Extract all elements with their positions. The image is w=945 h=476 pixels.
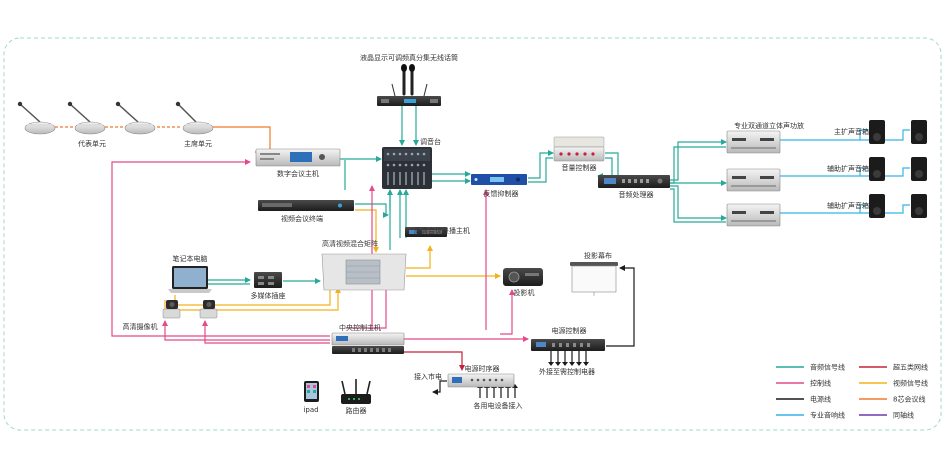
label-aux-speaker-2: 辅助扩声音箱 <box>827 201 869 210</box>
power-amplifier-3 <box>726 203 781 227</box>
label-mixer: 调音台 <box>420 137 441 146</box>
label-main-speaker: 主扩声音箱 <box>834 127 869 136</box>
hd-recording-host <box>405 227 447 237</box>
label-central-control: 中央控制主机 <box>339 323 381 332</box>
label-aux-speaker-1: 辅助扩声音箱 <box>827 164 869 173</box>
label-hd-recorder: 高清会议录播主机 <box>414 226 470 235</box>
label-hd-matrix: 高清视频混合矩阵 <box>322 239 378 248</box>
label-projection-screen: 投影幕布 <box>584 251 612 260</box>
label-external-strong-power: 外接至需控制电器 <box>539 367 595 376</box>
label-equipment-access: 各用电设备接入 <box>474 401 523 410</box>
digital-conference-host <box>255 148 341 167</box>
router <box>341 379 371 404</box>
laptop <box>168 266 212 293</box>
legend-label-6: 8芯会议线 <box>893 395 925 404</box>
legend-label-4: 视频信号线 <box>893 379 928 388</box>
delegate-unit-1 <box>17 101 56 135</box>
central-control-host <box>331 332 405 354</box>
label-power-controller: 电源控制器 <box>552 326 587 335</box>
power-controller <box>531 339 605 351</box>
label-audio-processor: 音频处理器 <box>619 190 654 199</box>
volume-controller <box>553 136 605 162</box>
projector <box>503 268 543 286</box>
hd-camera-2 <box>199 300 218 319</box>
delegate-unit-3 <box>115 101 156 135</box>
legend-label-2: 超五类网线 <box>893 363 928 372</box>
legend-label-8: 同轴线 <box>893 411 914 420</box>
video-conference-terminal <box>258 200 354 211</box>
label-power-sequencer: 电源时序器 <box>465 364 500 373</box>
power-sequencer <box>447 373 515 388</box>
chair-unit <box>175 101 214 135</box>
label-mains-in: 接入市电 <box>414 372 442 381</box>
label-multimedia-socket: 多媒体插座 <box>251 291 286 300</box>
legend-label-5: 电源线 <box>810 395 831 404</box>
hd-camera-1 <box>162 300 181 319</box>
delegate-unit-2 <box>67 101 106 135</box>
speaker-cones <box>873 133 923 215</box>
label-power-amp: 专业双通道立体声功放 <box>734 121 804 130</box>
label-wireless-mic: 液晶显示可调频真分集无线话筒 <box>360 53 458 62</box>
label-digital-conference-host: 数字会议主机 <box>277 169 319 178</box>
label-router: 路由器 <box>346 406 367 415</box>
legend-label-1: 音频信号线 <box>810 363 845 372</box>
power-amplifier-2 <box>726 168 781 192</box>
outer-frame <box>3 37 942 431</box>
label-delegate-unit: 代表单元 <box>78 139 106 148</box>
hd-video-matrix <box>321 253 407 291</box>
audio-mixer <box>382 147 432 189</box>
device-labels: 液晶显示可调频真分集无线话筒 代表单元 主席单元 数字会议主机 调音台 反馈抑制… <box>78 53 869 415</box>
label-hd-camera: 高清摄像机 <box>123 322 158 331</box>
audio-processor <box>598 175 670 188</box>
label-projector: 投影机 <box>514 288 535 297</box>
label-video-terminal: 视频会议终端 <box>281 214 323 223</box>
wireless-mic-receiver <box>377 64 441 106</box>
legend-label-7: 专业音响线 <box>810 411 845 420</box>
label-chair-unit: 主席单元 <box>184 139 212 148</box>
label-feedback-suppressor: 反馈抑制器 <box>484 189 519 198</box>
connection-lines <box>50 105 910 398</box>
power-amplifier-1 <box>726 130 781 154</box>
ipad <box>304 381 319 402</box>
projection-screen <box>570 262 618 296</box>
legend-label-3: 控制线 <box>810 379 831 388</box>
speakers <box>869 120 927 218</box>
multimedia-socket <box>254 272 282 288</box>
label-laptop: 笔记本电脑 <box>173 254 208 263</box>
label-volume-controller: 音量控制器 <box>562 163 597 172</box>
label-ipad: ipad <box>303 406 318 414</box>
feedback-suppressor <box>471 174 527 185</box>
